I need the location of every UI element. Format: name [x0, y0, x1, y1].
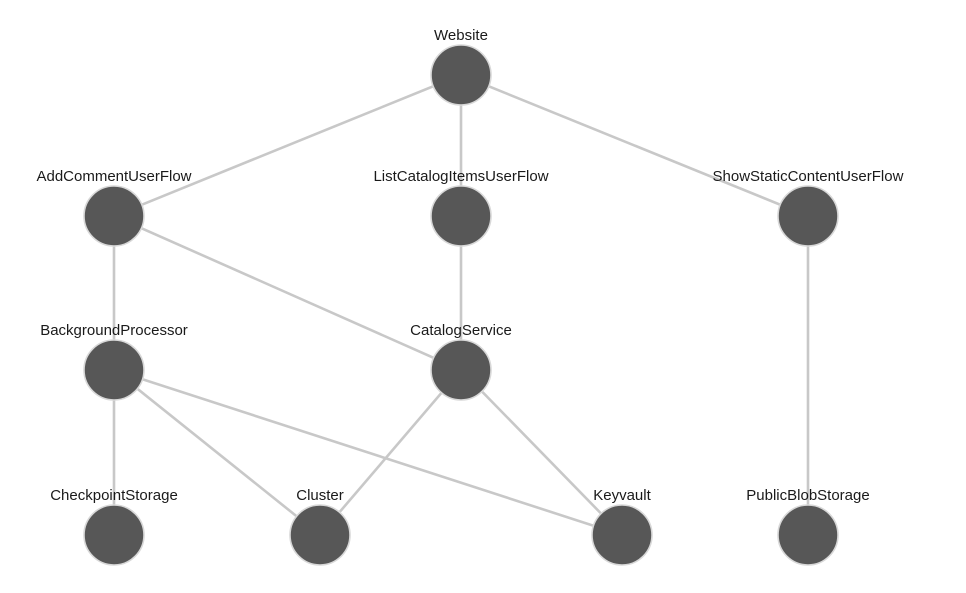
node-catalogservice[interactable]: CatalogService: [410, 322, 512, 401]
edge-catalogservice-keyvault: [460, 369, 623, 536]
node-circle[interactable]: [430, 339, 492, 401]
node-circle[interactable]: [777, 504, 839, 566]
node-label: Website: [434, 27, 488, 44]
node-listcatalog[interactable]: ListCatalogItemsUserFlow: [373, 168, 549, 247]
node-cluster[interactable]: Cluster: [289, 487, 351, 566]
node-website[interactable]: Website: [430, 27, 492, 106]
node-circle[interactable]: [591, 504, 653, 566]
node-label: Cluster: [296, 487, 344, 504]
edges-layer: [112, 73, 810, 537]
node-checkpoint[interactable]: CheckpointStorage: [50, 487, 178, 566]
node-circle[interactable]: [777, 185, 839, 247]
node-background[interactable]: BackgroundProcessor: [40, 322, 188, 401]
node-publicblob[interactable]: PublicBlobStorage: [746, 487, 870, 566]
node-label: Keyvault: [593, 487, 651, 504]
node-label: AddCommentUserFlow: [36, 168, 191, 185]
edge-website-showstatic: [460, 73, 809, 218]
node-circle[interactable]: [430, 185, 492, 247]
node-circle[interactable]: [83, 504, 145, 566]
node-label: BackgroundProcessor: [40, 322, 188, 339]
node-label: CheckpointStorage: [50, 487, 178, 504]
node-circle[interactable]: [83, 339, 145, 401]
edge-background-keyvault: [113, 368, 623, 537]
node-label: CatalogService: [410, 322, 512, 339]
node-circle[interactable]: [289, 504, 351, 566]
edge-background-cluster: [113, 368, 321, 537]
node-label: ListCatalogItemsUserFlow: [373, 168, 548, 185]
node-label: ShowStaticContentUserFlow: [713, 168, 904, 185]
node-circle[interactable]: [83, 185, 145, 247]
edge-website-addcomment: [113, 73, 462, 218]
node-circle[interactable]: [430, 44, 492, 106]
node-showstatic[interactable]: ShowStaticContentUserFlow: [713, 168, 904, 247]
node-label: PublicBlobStorage: [746, 487, 869, 504]
node-keyvault[interactable]: Keyvault: [591, 487, 653, 566]
edge-catalogservice-cluster: [319, 369, 462, 536]
edge-addcomment-catalogservice: [113, 214, 462, 372]
node-addcomment[interactable]: AddCommentUserFlow: [36, 168, 192, 247]
